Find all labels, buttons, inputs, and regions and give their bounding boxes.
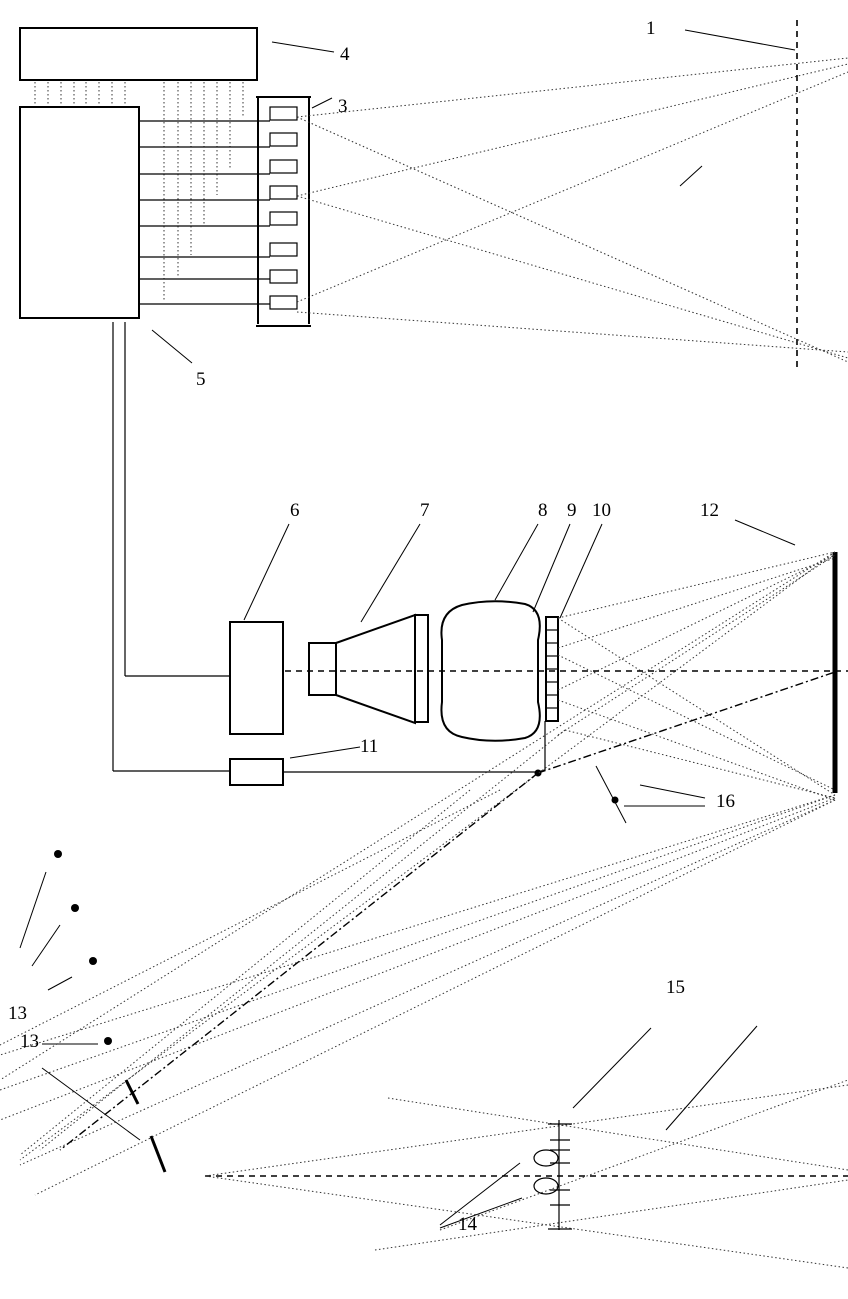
label-3: 3 (338, 96, 348, 117)
block-11 (229, 758, 284, 786)
top-rays (296, 57, 848, 363)
block-5 (19, 106, 140, 319)
top-assembly (19, 20, 848, 368)
element-7-cone (335, 613, 416, 725)
label-14: 14 (458, 1214, 478, 1235)
emitter-array-3 (256, 96, 311, 327)
label-16: 16 (716, 791, 735, 812)
label-13a: 13 (8, 1003, 27, 1024)
label-12: 12 (700, 500, 719, 521)
label-9: 9 (567, 500, 577, 521)
element-7-plate (414, 614, 429, 723)
label-10: 10 (592, 500, 611, 521)
label-8: 8 (538, 500, 548, 521)
element-7-base (308, 642, 337, 696)
middle-assembly (229, 551, 848, 824)
emitter-wires (139, 120, 270, 305)
plate-10 (545, 616, 559, 722)
points-13 (19, 850, 167, 1173)
label-13b: 13 (20, 1031, 39, 1052)
lens-8 (440, 600, 541, 742)
label-4: 4 (340, 44, 350, 65)
point-16 (611, 796, 619, 804)
cables-5-to-6-11 (112, 322, 230, 772)
label-1: 1 (646, 18, 656, 39)
label-11: 11 (360, 736, 378, 757)
lower-rays (0, 551, 836, 1196)
middle-rays (537, 551, 836, 801)
bottom-assembly (204, 1079, 848, 1269)
block-6 (229, 621, 284, 735)
label-7: 7 (420, 500, 430, 521)
label-5: 5 (196, 369, 206, 390)
block-4 (19, 27, 258, 81)
label-15: 15 (666, 977, 685, 998)
label-6: 6 (290, 500, 300, 521)
